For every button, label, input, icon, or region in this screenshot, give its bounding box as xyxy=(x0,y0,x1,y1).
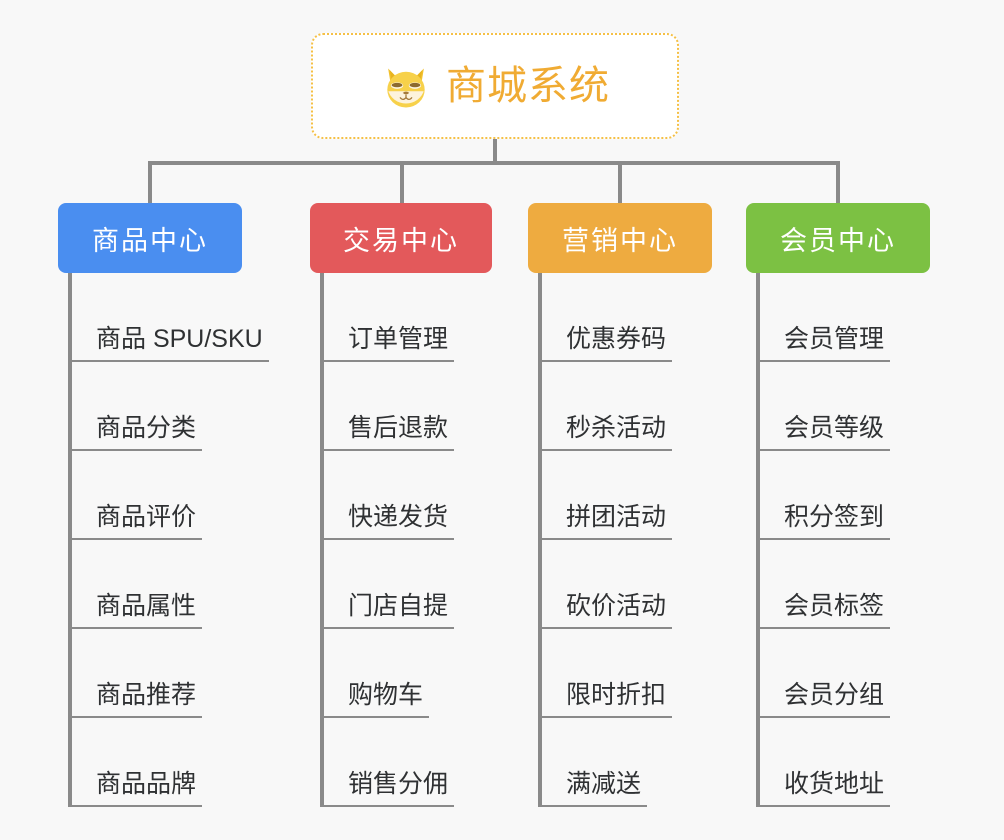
leaf-item[interactable]: 砍价活动 xyxy=(538,540,673,629)
column-member-center: 会员中心 会员管理 会员等级 积分签到 会员标签 会员分组 收货地址 xyxy=(746,203,930,807)
leaf-label: 购物车 xyxy=(320,681,430,718)
leaf-item[interactable]: 购物车 xyxy=(320,629,430,718)
leaf-item[interactable]: 优惠券码 xyxy=(538,273,673,362)
category-header-member-center[interactable]: 会员中心 xyxy=(746,203,930,273)
drop-connector-3 xyxy=(618,161,622,205)
leaf-item[interactable]: 门店自提 xyxy=(320,540,455,629)
root-node[interactable]: 商城系统 xyxy=(311,33,679,139)
leaf-label: 销售分佣 xyxy=(320,770,455,807)
leaf-item[interactable]: 会员标签 xyxy=(756,540,891,629)
category-header-marketing-center[interactable]: 营销中心 xyxy=(528,203,712,273)
root-title: 商城系统 xyxy=(446,64,610,108)
leaf-item[interactable]: 秒杀活动 xyxy=(538,362,673,451)
leaf-label: 限时折扣 xyxy=(538,681,673,718)
leaf-label: 商品品牌 xyxy=(68,770,203,807)
column-trunk-line xyxy=(68,273,72,807)
category-label: 营销中心 xyxy=(562,225,678,256)
leaf-item[interactable]: 会员管理 xyxy=(756,273,891,362)
leaf-label: 积分签到 xyxy=(756,503,891,540)
leaf-label: 会员管理 xyxy=(756,325,891,362)
leaf-item[interactable]: 满减送 xyxy=(538,718,648,807)
column-trade-center: 交易中心 订单管理 售后退款 快递发货 门店自提 购物车 销售分佣 xyxy=(310,203,492,807)
leaf-label: 订单管理 xyxy=(320,325,455,362)
drop-connector-2 xyxy=(400,161,404,205)
leaf-item[interactable]: 销售分佣 xyxy=(320,718,455,807)
leaf-item[interactable]: 收货地址 xyxy=(756,718,891,807)
leaf-label: 会员分组 xyxy=(756,681,891,718)
leaf-label: 优惠券码 xyxy=(538,325,673,362)
column-marketing-center: 营销中心 优惠券码 秒杀活动 拼团活动 砍价活动 限时折扣 满减送 xyxy=(528,203,712,807)
leaf-item[interactable]: 商品 SPU/SKU xyxy=(68,273,269,362)
leaf-item[interactable]: 商品属性 xyxy=(68,540,203,629)
horizontal-bus-connector xyxy=(150,161,840,165)
column-trunk-line xyxy=(756,273,760,807)
column-trunk-line xyxy=(538,273,542,807)
leaf-area-trade-center: 订单管理 售后退款 快递发货 门店自提 购物车 销售分佣 xyxy=(310,273,492,807)
leaf-item[interactable]: 商品品牌 xyxy=(68,718,203,807)
leaf-label: 门店自提 xyxy=(320,592,455,629)
column-product-center: 商品中心 商品 SPU/SKU 商品分类 商品评价 商品属性 商品推荐 商品品牌 xyxy=(58,203,269,807)
leaf-item[interactable]: 订单管理 xyxy=(320,273,455,362)
leaf-label: 会员等级 xyxy=(756,414,891,451)
leaf-label: 快递发货 xyxy=(320,503,455,540)
drop-connector-1 xyxy=(148,161,152,205)
leaf-item[interactable]: 限时折扣 xyxy=(538,629,673,718)
leaf-label: 商品属性 xyxy=(68,592,203,629)
leaf-item[interactable]: 商品推荐 xyxy=(68,629,203,718)
leaf-label: 砍价活动 xyxy=(538,592,673,629)
leaf-item[interactable]: 积分签到 xyxy=(756,451,891,540)
leaf-item[interactable]: 会员等级 xyxy=(756,362,891,451)
leaf-item[interactable]: 商品分类 xyxy=(68,362,203,451)
category-label: 交易中心 xyxy=(343,225,459,256)
leaf-item[interactable]: 快递发货 xyxy=(320,451,455,540)
leaf-area-marketing-center: 优惠券码 秒杀活动 拼团活动 砍价活动 限时折扣 满减送 xyxy=(528,273,712,807)
leaf-label: 商品评价 xyxy=(68,503,203,540)
category-header-trade-center[interactable]: 交易中心 xyxy=(310,203,492,273)
leaf-label: 会员标签 xyxy=(756,592,891,629)
leaf-label: 满减送 xyxy=(538,770,648,807)
category-label: 商品中心 xyxy=(92,225,208,256)
leaf-label: 商品分类 xyxy=(68,414,203,451)
leaf-label: 收货地址 xyxy=(756,770,891,807)
leaf-label: 商品推荐 xyxy=(68,681,203,718)
leaf-item[interactable]: 售后退款 xyxy=(320,362,455,451)
category-header-product-center[interactable]: 商品中心 xyxy=(58,203,242,273)
drop-connector-4 xyxy=(836,161,840,205)
leaf-item[interactable]: 商品评价 xyxy=(68,451,203,540)
column-trunk-line xyxy=(320,273,324,807)
leaf-label: 拼团活动 xyxy=(538,503,673,540)
leaf-label: 售后退款 xyxy=(320,414,455,451)
leaf-item[interactable]: 拼团活动 xyxy=(538,451,673,540)
leaf-area-product-center: 商品 SPU/SKU 商品分类 商品评价 商品属性 商品推荐 商品品牌 xyxy=(58,273,269,807)
leaf-label: 商品 SPU/SKU xyxy=(68,325,269,362)
leaf-label: 秒杀活动 xyxy=(538,414,673,451)
leaf-item[interactable]: 会员分组 xyxy=(756,629,891,718)
shiba-dog-face-icon xyxy=(380,62,432,114)
category-label: 会员中心 xyxy=(780,225,896,256)
leaf-area-member-center: 会员管理 会员等级 积分签到 会员标签 会员分组 收货地址 xyxy=(746,273,930,807)
root-stem-connector xyxy=(493,139,497,163)
